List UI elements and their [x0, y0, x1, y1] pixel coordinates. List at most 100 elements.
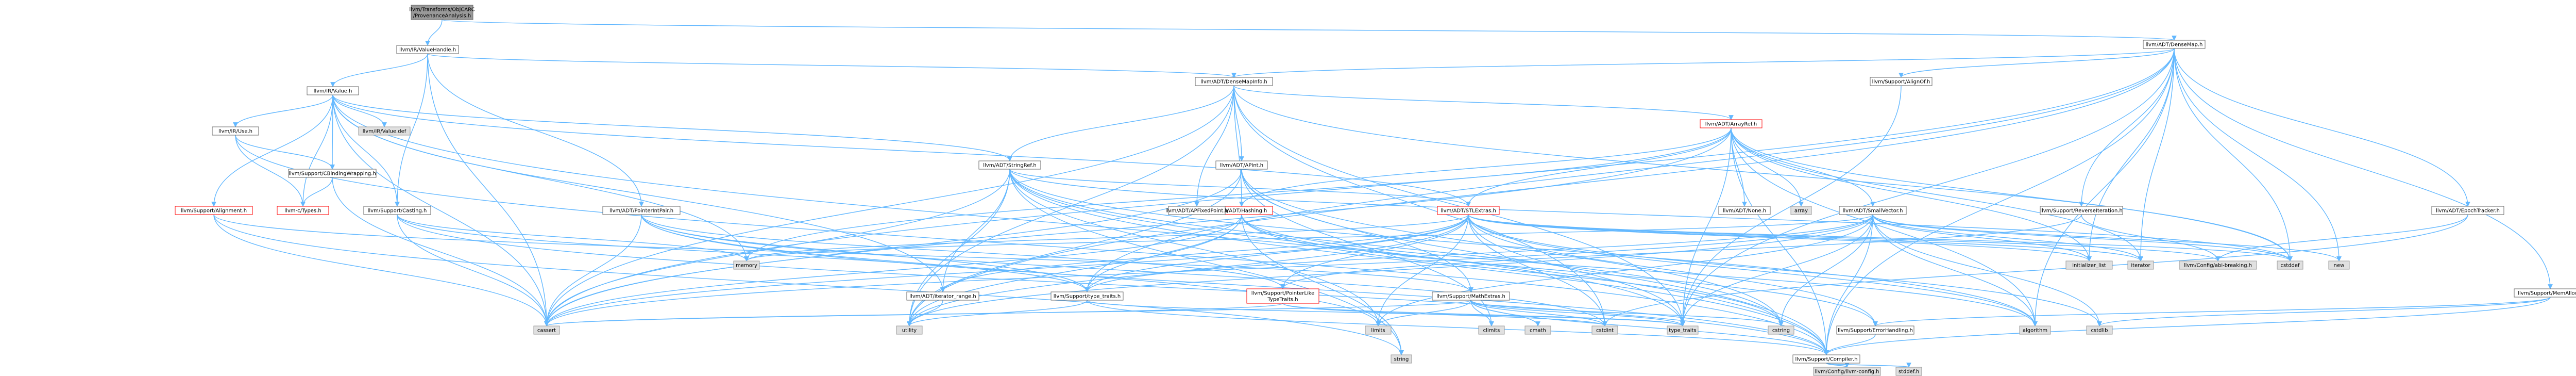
node-use[interactable]: llvm/IR/Use.h: [212, 126, 259, 136]
edge-stringref-to-compiler: [1009, 169, 1829, 355]
node-none[interactable]: llvm/ADT/None.h: [1718, 206, 1771, 215]
edge-densemap-to-densemapinfo: [1231, 48, 2175, 78]
node-label: algorithm: [2023, 328, 2047, 334]
node-label: cstring: [1772, 328, 1790, 334]
edge-densemapinfo-to-cassert: [544, 85, 1234, 326]
node-box: [906, 291, 979, 301]
edge-alignof-to-type_traits: [1680, 85, 1902, 326]
node-label: llvm/Support/ErrorHandling.h: [1838, 328, 1913, 334]
edge-densemap-to-epochtracker: [2174, 48, 2470, 207]
edge-smallvector-to-type_traits: [1680, 214, 1873, 326]
node-label: llvm/ADT/DenseMap.h: [2146, 42, 2203, 48]
edge-densemapinfo-to-stringref: [1007, 85, 1234, 161]
edge-densemap-to-memalloc: [2174, 48, 2553, 289]
node-cmath: cmath: [1524, 325, 1551, 335]
node-box: [411, 5, 473, 20]
node-ptrintpair[interactable]: llvm/ADT/PointerIntPair.h: [602, 206, 681, 215]
node-stringref[interactable]: llvm/ADT/StringRef.h: [978, 160, 1041, 170]
edge-hashing-to-string: [1241, 214, 1404, 355]
node-box: [1700, 119, 1762, 128]
edge-stlextras-to-cstddef: [1468, 214, 2293, 261]
edge-value-to-stringref: [332, 94, 1012, 161]
edge-valuehandle-to-value: [330, 53, 428, 87]
node-limits: limits: [1365, 325, 1392, 335]
node-box: [1895, 367, 1922, 376]
node-densemap[interactable]: llvm/ADT/DenseMap.h: [2143, 40, 2206, 49]
node-reversehandle[interactable]: llvm/Support/ReverseIteration.h: [2040, 206, 2123, 215]
edge-smallvector-to-utility: [907, 214, 1873, 326]
edge-stlextras-to-type_traits: [1468, 214, 1685, 326]
node-label: llvm/Support/MathExtras.h: [1436, 294, 1505, 300]
edge-densemap-to-reversehandle: [2079, 48, 2175, 207]
edge-value-to-casting: [332, 94, 400, 207]
node-valuehandle[interactable]: llvm/IR/ValueHandle.h: [396, 45, 459, 54]
node-string: string: [1391, 354, 1412, 364]
node-cstdint: cstdint: [1591, 325, 1618, 335]
node-apint[interactable]: llvm/ADT/APInt.h: [1215, 160, 1268, 170]
edge-stringref-to-iterrange: [940, 169, 1010, 292]
node-box: [1839, 206, 1907, 215]
edge-value-to-memory: [332, 94, 749, 261]
node-stlextras[interactable]: llvm/ADT/STLExtras.h: [1437, 206, 1500, 215]
node-cbinding[interactable]: llvm/Support/CBindingWrapping.h: [288, 169, 377, 178]
edge-use-to-compiler: [235, 135, 1829, 355]
node-typetraits[interactable]: llvm/Support/type_traits.h: [1050, 291, 1124, 301]
node-label: cmath: [1530, 328, 1546, 334]
edge-densemap-to-alignof: [1899, 48, 2175, 78]
node-box: [2179, 260, 2257, 270]
node-root[interactable]: llvm/Transforms/ObjCARC/ProvenanceAnalys…: [409, 5, 475, 20]
node-abibreak: llvm/Config/abi-breaking.h: [2179, 260, 2257, 270]
node-box: [978, 160, 1041, 170]
node-box: [1718, 206, 1771, 215]
edge-stringref-to-utility: [907, 169, 1010, 326]
node-apfixed[interactable]: llvm/ADT/APFixedPoint.h: [1165, 206, 1228, 215]
node-ctypes[interactable]: llvm-c/Types.h: [277, 206, 329, 215]
edge-smallvector-to-cstddef: [1872, 214, 2293, 261]
edge-cbinding-to-cassert: [332, 177, 549, 326]
node-errhandling[interactable]: llvm/Support/ErrorHandling.h: [1836, 325, 1914, 335]
edge-ptrintpair-to-cstdint: [641, 214, 1607, 326]
edge-densemapinfo-to-hashing: [1233, 85, 1244, 207]
edge-alignment-to-string: [213, 214, 1404, 355]
node-box: [2065, 260, 2113, 270]
node-array: array: [1790, 206, 1812, 215]
edge-stlextras-to-algorithm: [1468, 214, 2038, 326]
node-box: [212, 126, 259, 136]
edge-arrayref-to-cstddef: [1731, 127, 2293, 261]
node-label: limits: [1371, 328, 1385, 334]
node-label: llvm/Support/AlignOf.h: [1872, 79, 1930, 85]
edge-arrayref-to-type_traits: [1680, 127, 1732, 326]
edge-smallvector-to-cassert: [544, 214, 1873, 326]
node-label: llvm/Support/Casting.h: [368, 208, 427, 214]
node-compiler[interactable]: llvm/Support/Compiler.h: [1792, 354, 1860, 364]
node-label: climits: [1483, 328, 1500, 334]
node-box: [1365, 325, 1392, 335]
node-epochtracker[interactable]: llvm/ADT/EpochTracker.h: [2431, 206, 2504, 215]
node-box: [307, 86, 359, 95]
node-mathextras[interactable]: llvm/Support/MathExtras.h: [1432, 291, 1510, 301]
node-label: llvm/ADT/SmallVector.h: [1843, 208, 1903, 214]
node-iterrange[interactable]: llvm/ADT/iterator_range.h: [906, 291, 979, 301]
node-smallvector[interactable]: llvm/ADT/SmallVector.h: [1839, 206, 1907, 215]
node-box: [277, 206, 329, 215]
node-label: llvm/ADT/APFixedPoint.h: [1165, 208, 1228, 214]
node-casting[interactable]: llvm/Support/Casting.h: [363, 206, 431, 215]
node-label: llvm/ADT/DenseMapInfo.h: [1200, 79, 1267, 85]
edge-memalloc-to-compiler: [1824, 297, 2551, 355]
edge-use-to-cbinding: [235, 135, 335, 170]
edge-memalloc-to-cstdlib: [2097, 297, 2551, 326]
node-alignof[interactable]: llvm/Support/AlignOf.h: [1870, 77, 1933, 86]
node-densemapinfo[interactable]: llvm/ADT/DenseMapInfo.h: [1195, 77, 1273, 86]
node-arrayref[interactable]: llvm/ADT/ArrayRef.h: [1700, 119, 1762, 128]
node-label: type_traits: [1669, 328, 1696, 334]
node-alignment[interactable]: llvm/Support/Alignment.h: [175, 206, 253, 215]
node-label: llvm/ADT/APInt.h: [1220, 163, 1263, 169]
edge-hashing-to-cstring: [1241, 214, 1784, 326]
node-value[interactable]: llvm/IR/Value.h: [307, 86, 359, 95]
edge-arrayref-to-algorithm: [1731, 127, 2038, 326]
edge-stringref-to-limits: [1009, 169, 1381, 326]
edge-valuehandle-to-densemapinfo: [427, 53, 1236, 78]
